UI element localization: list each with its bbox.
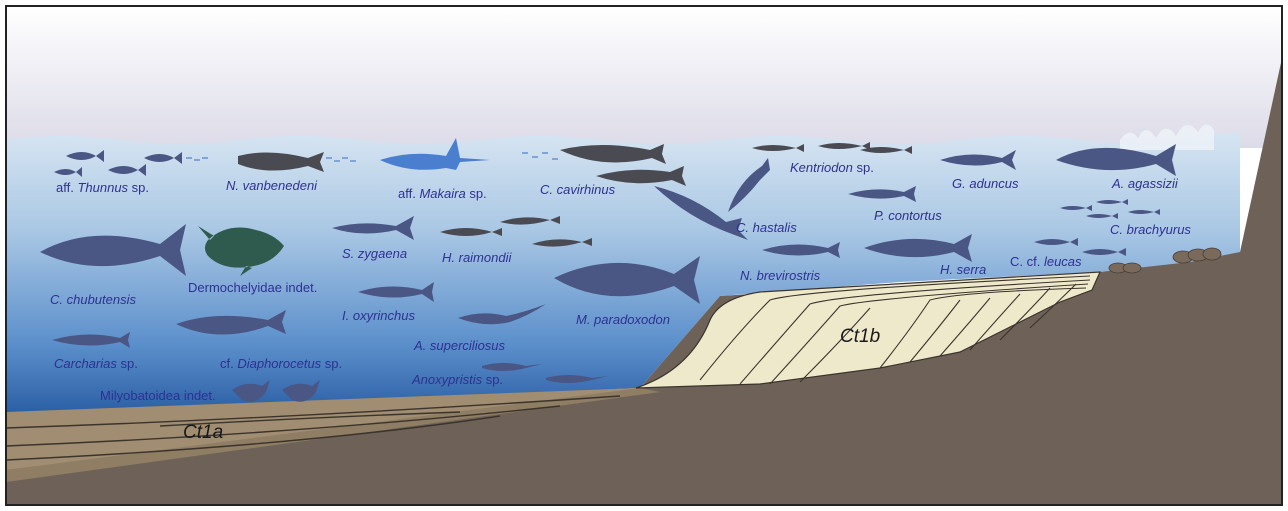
label-agassizii: A. agassizii: [1111, 176, 1179, 191]
label-leucas: C. cf. leucas: [1010, 254, 1082, 269]
label-brevirostris: N. brevirostris: [740, 268, 821, 283]
unit-ct1b: Ct1b: [840, 326, 880, 347]
label-aduncus: G. aduncus: [952, 176, 1019, 191]
label-chubutensis: C. chubutensis: [50, 292, 136, 307]
label-superciliosus: A. superciliosus: [413, 338, 506, 353]
unit-ct1a: Ct1a: [183, 422, 223, 443]
label-serra: H. serra: [940, 262, 986, 277]
label-makaira: aff. Makaira sp.: [398, 186, 487, 201]
sky: [6, 6, 1282, 148]
label-cavirhinus: C. cavirhinus: [540, 182, 616, 197]
label-carcharias: Carcharias sp.: [54, 356, 138, 371]
label-milyobatoidea: Milyobatoidea indet.: [100, 388, 216, 403]
label-oxyrinchus: I. oxyrinchus: [342, 308, 415, 323]
label-diaphorocetus: cf. Diaphorocetus sp.: [220, 356, 342, 371]
label-vanbenedeni: N. vanbenedeni: [226, 178, 318, 193]
label-anoxypristis: Anoxypristis sp.: [411, 372, 503, 387]
label-thunnus: aff. Thunnus sp.: [56, 180, 149, 195]
label-brachyurus: C. brachyurus: [1110, 222, 1191, 237]
label-dermochelyidae: Dermochelyidae indet.: [188, 280, 317, 295]
label-raimondii: H. raimondii: [442, 250, 512, 265]
label-zygaena: S. zygaena: [342, 246, 407, 261]
label-contortus: P. contortus: [874, 208, 942, 223]
label-kentriodon: Kentriodon sp.: [790, 160, 874, 175]
label-paradoxodon: M. paradoxodon: [576, 312, 670, 327]
label-hastalis: C. hastalis: [736, 220, 797, 235]
